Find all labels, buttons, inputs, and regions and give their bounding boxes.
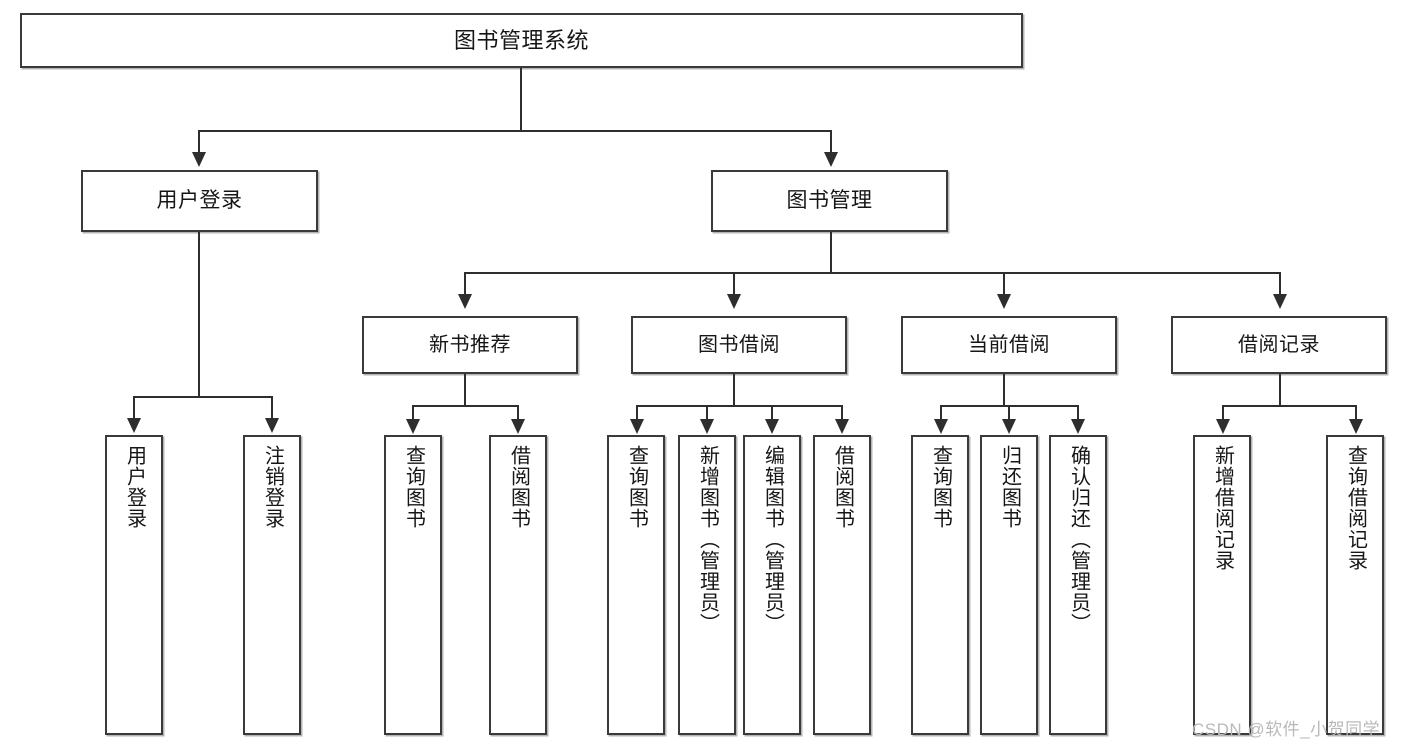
- leaf-book-borrow-edit-book-admin[interactable]: 编辑图书（管理员）: [743, 435, 801, 735]
- leaf-book-borrow-borrow-book[interactable]: 借阅图书: [813, 435, 871, 735]
- connector-root-stem: [520, 68, 522, 130]
- arrow-down-icon: [727, 294, 741, 309]
- arrow-down-icon: [1071, 419, 1085, 434]
- leaf-current-borrow-return-book[interactable]: 归还图书: [980, 435, 1038, 735]
- node-book-management[interactable]: 图书管理: [711, 170, 948, 232]
- connector-root-bus: [198, 130, 832, 132]
- node-label: 借阅图书: [507, 445, 530, 529]
- node-label: 用户登录: [123, 445, 146, 529]
- leaf-current-borrow-query-book[interactable]: 查询图书: [911, 435, 969, 735]
- arrow-down-icon: [192, 152, 206, 167]
- node-label: 图书管理系统: [453, 27, 589, 53]
- node-root-book-management-system[interactable]: 图书管理系统: [20, 13, 1023, 68]
- arrow-down-icon: [630, 419, 644, 434]
- arrow-down-icon: [700, 419, 714, 434]
- node-label: 图书管理: [786, 188, 873, 212]
- node-label: 确认归还（管理员）: [1067, 445, 1090, 634]
- arrow-down-icon: [458, 294, 472, 309]
- connector-user-login-bus: [133, 396, 271, 398]
- connector-root-to-user-login: [198, 130, 200, 154]
- node-label: 新增借阅记录: [1211, 445, 1234, 571]
- node-label: 当前借阅: [968, 333, 1050, 356]
- connector-user-login-to-leaf-2: [271, 396, 273, 420]
- connector-book-management-stem: [830, 232, 832, 272]
- connector-bb-to-leaf-1: [636, 405, 638, 421]
- leaf-current-borrow-confirm-return-admin[interactable]: 确认归还（管理员）: [1049, 435, 1107, 735]
- leaf-user-login-login[interactable]: 用户登录: [105, 435, 163, 735]
- node-label: 新增图书（管理员）: [696, 445, 719, 634]
- node-book-borrow[interactable]: 图书借阅: [631, 316, 847, 374]
- node-label: 图书借阅: [698, 333, 780, 356]
- connector-cb-to-leaf-3: [1077, 405, 1079, 421]
- node-label: 查询借阅记录: [1344, 445, 1367, 571]
- connector-borrow-record-bus: [1222, 405, 1355, 407]
- connector-bm-to-new-book: [464, 272, 466, 296]
- node-label: 查询图书: [402, 445, 425, 529]
- node-current-borrow[interactable]: 当前借阅: [901, 316, 1117, 374]
- connector-book-management-bus: [464, 272, 1280, 274]
- connector-bm-to-current-borrow: [1003, 272, 1005, 296]
- connector-user-login-to-leaf-1: [133, 396, 135, 420]
- node-user-login[interactable]: 用户登录: [81, 170, 318, 232]
- connector-new-book-bus: [412, 405, 517, 407]
- connector-bm-to-borrow-record: [1279, 272, 1281, 296]
- connector-root-to-book-management: [830, 130, 832, 154]
- arrow-down-icon: [511, 419, 525, 434]
- leaf-book-borrow-query-book[interactable]: 查询图书: [607, 435, 665, 735]
- node-label: 借阅图书: [831, 445, 854, 529]
- connector-new-book-stem: [464, 374, 466, 405]
- connector-cb-to-leaf-1: [940, 405, 942, 421]
- connector-book-borrow-bus: [636, 405, 841, 407]
- connector-bb-to-leaf-4: [841, 405, 843, 421]
- arrow-down-icon: [127, 418, 141, 433]
- arrow-down-icon: [1349, 419, 1363, 434]
- connector-cb-to-leaf-2: [1008, 405, 1010, 421]
- node-label: 编辑图书（管理员）: [761, 445, 784, 634]
- csdn-watermark: CSDN @软件_小贺同学: [1192, 720, 1381, 739]
- connector-br-to-leaf-1: [1222, 405, 1224, 421]
- connector-br-to-leaf-2: [1355, 405, 1357, 421]
- arrow-down-icon: [406, 419, 420, 434]
- leaf-new-book-query-book[interactable]: 查询图书: [384, 435, 442, 735]
- connector-bm-to-book-borrow: [733, 272, 735, 296]
- arrow-down-icon: [1216, 419, 1230, 434]
- arrow-down-icon: [1002, 419, 1016, 434]
- leaf-borrow-record-query-record[interactable]: 查询借阅记录: [1326, 435, 1384, 735]
- arrow-down-icon: [835, 419, 849, 434]
- leaf-borrow-record-add-record[interactable]: 新增借阅记录: [1193, 435, 1251, 735]
- arrow-down-icon: [824, 152, 838, 167]
- leaf-book-borrow-add-book-admin[interactable]: 新增图书（管理员）: [678, 435, 736, 735]
- connector-user-login-stem: [198, 232, 200, 396]
- connector-borrow-record-stem: [1279, 374, 1281, 405]
- leaf-new-book-borrow-book[interactable]: 借阅图书: [489, 435, 547, 735]
- node-label: 新书推荐: [429, 333, 511, 356]
- connector-bb-to-leaf-2: [706, 405, 708, 421]
- node-label: 注销登录: [261, 445, 284, 529]
- connector-current-borrow-stem: [1003, 374, 1005, 405]
- arrow-down-icon: [934, 419, 948, 434]
- node-label: 查询图书: [929, 445, 952, 529]
- arrow-down-icon: [765, 419, 779, 434]
- arrow-down-icon: [997, 294, 1011, 309]
- connector-book-borrow-stem: [733, 374, 735, 405]
- node-borrow-record[interactable]: 借阅记录: [1171, 316, 1387, 374]
- node-label: 借阅记录: [1238, 333, 1320, 356]
- leaf-user-login-logout[interactable]: 注销登录: [243, 435, 301, 735]
- arrow-down-icon: [1273, 294, 1287, 309]
- arrow-down-icon: [265, 418, 279, 433]
- connector-nb-to-leaf-1: [412, 405, 414, 421]
- node-label: 用户登录: [156, 188, 243, 212]
- node-label: 查询图书: [625, 445, 648, 529]
- connector-bb-to-leaf-3: [771, 405, 773, 421]
- node-label: 归还图书: [998, 445, 1021, 529]
- connector-nb-to-leaf-2: [517, 405, 519, 421]
- node-new-book-recommend[interactable]: 新书推荐: [362, 316, 578, 374]
